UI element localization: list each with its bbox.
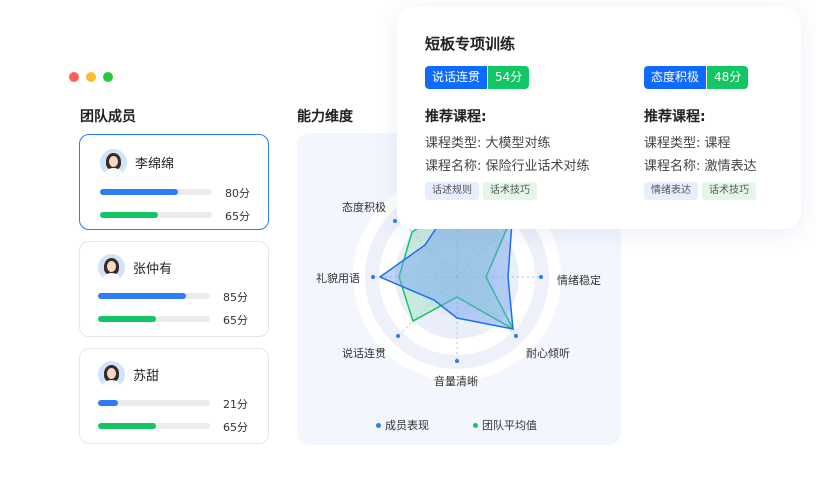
team-avg-value: 65分 bbox=[223, 314, 248, 327]
member-score-value: 80分 bbox=[225, 187, 250, 200]
team-members-title: 团队成员 bbox=[80, 109, 136, 125]
member-card[interactable]: 苏甜 21分 65分 bbox=[79, 348, 269, 444]
recommended-course-title: 推荐课程: bbox=[644, 109, 706, 125]
skill-name: 说话连贯 bbox=[425, 66, 488, 89]
course-name[interactable]: 课程名称: 激情表达 bbox=[644, 159, 757, 174]
member-card[interactable]: 李绵绵 80分 65分 bbox=[79, 134, 269, 230]
avatar bbox=[98, 361, 125, 388]
axis-label-politeness: 礼貌用语 bbox=[316, 272, 360, 285]
team-avg-bar bbox=[100, 212, 212, 218]
member-score-bar bbox=[100, 189, 212, 195]
axis-label-emotion: 情绪稳定 bbox=[557, 274, 601, 287]
course-name[interactable]: 课程名称: 保险行业话术对练 bbox=[425, 159, 590, 174]
close-window-button[interactable] bbox=[69, 72, 79, 82]
legend-dot-icon bbox=[473, 422, 478, 428]
course-type: 课程类型: 大模型对练 bbox=[425, 136, 551, 151]
recommended-course-title: 推荐课程: bbox=[425, 109, 487, 125]
axis-label-volume: 音量清晰 bbox=[434, 375, 478, 388]
member-score-value: 85分 bbox=[223, 291, 248, 304]
avatar bbox=[100, 149, 127, 176]
legend-dot-icon bbox=[376, 422, 381, 428]
axis-label-listening: 耐心倾听 bbox=[526, 347, 570, 360]
training-item: 态度积极 48分 推荐课程: 课程类型: 课程 课程名称: 激情表达 情绪表达 … bbox=[644, 66, 757, 200]
course-tag: 话术技巧 bbox=[483, 182, 537, 200]
training-title: 短板专项训练 bbox=[425, 35, 516, 53]
legend-member[interactable]: 成员表现 bbox=[376, 417, 429, 433]
legend-label: 成员表现 bbox=[385, 419, 429, 432]
skill-score: 54分 bbox=[487, 66, 530, 89]
legend-team[interactable]: 团队平均值 bbox=[473, 417, 537, 433]
axis-label-attitude: 态度积极 bbox=[342, 201, 386, 214]
member-score-bar bbox=[98, 400, 210, 406]
training-item: 说话连贯 54分 推荐课程: 课程类型: 大模型对练 课程名称: 保险行业话术对… bbox=[425, 66, 590, 200]
member-name: 李绵绵 bbox=[135, 157, 175, 172]
team-avg-value: 65分 bbox=[223, 421, 248, 434]
zoom-window-button[interactable] bbox=[103, 72, 113, 82]
course-tag: 话述规则 bbox=[425, 182, 479, 200]
skill-name: 态度积极 bbox=[644, 66, 707, 89]
course-tag: 话术技巧 bbox=[702, 182, 756, 200]
course-type: 课程类型: 课程 bbox=[644, 136, 731, 151]
weakness-training-card: 短板专项训练 说话连贯 54分 推荐课程: 课程类型: 大模型对练 课程名称: … bbox=[397, 7, 801, 229]
member-score-bar bbox=[98, 293, 210, 299]
avatar bbox=[98, 254, 125, 281]
window-controls bbox=[69, 72, 113, 82]
member-score-value: 21分 bbox=[223, 398, 248, 411]
team-avg-bar bbox=[98, 316, 210, 322]
skill-badge: 态度积极 48分 bbox=[644, 66, 749, 89]
legend-label: 团队平均值 bbox=[482, 419, 537, 432]
skill-badge: 说话连贯 54分 bbox=[425, 66, 530, 89]
ability-dimension-title: 能力维度 bbox=[297, 109, 353, 125]
member-card[interactable]: 张仲有 85分 65分 bbox=[79, 241, 269, 337]
skill-score: 48分 bbox=[706, 66, 749, 89]
member-name: 苏甜 bbox=[133, 369, 160, 384]
team-avg-value: 65分 bbox=[225, 210, 250, 223]
radar-chart bbox=[353, 173, 561, 381]
course-tag: 情绪表达 bbox=[644, 182, 698, 200]
member-name: 张仲有 bbox=[133, 262, 173, 277]
team-avg-bar bbox=[98, 423, 210, 429]
minimize-window-button[interactable] bbox=[86, 72, 96, 82]
axis-label-coherence: 说话连贯 bbox=[342, 347, 386, 360]
